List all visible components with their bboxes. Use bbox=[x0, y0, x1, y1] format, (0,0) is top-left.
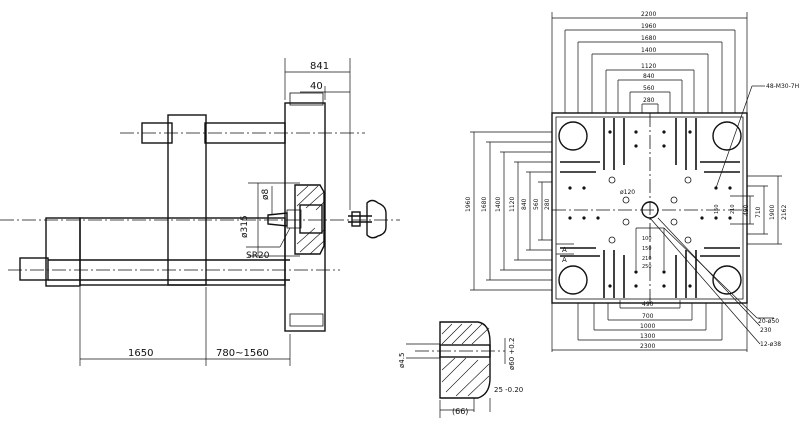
callout-230: 230 bbox=[760, 327, 772, 334]
dim-dia315: ø315 bbox=[240, 215, 250, 238]
dim-b-1300: 1300 bbox=[640, 333, 655, 340]
dim-w-560: 560 bbox=[643, 85, 655, 92]
tie-bar-hole-top-right bbox=[712, 121, 742, 151]
callout-holes-12: 12-ø38 bbox=[760, 341, 781, 348]
tie-bar-hole-bottom-left bbox=[558, 265, 588, 295]
dim-r-1900: 1900 bbox=[769, 205, 776, 220]
dim-w-1680: 1680 bbox=[641, 35, 656, 42]
section-mark-a-top: A bbox=[562, 246, 567, 254]
platen-outline bbox=[551, 112, 748, 304]
ejector-holes bbox=[608, 176, 692, 244]
t-slots-vertical bbox=[603, 118, 697, 298]
dim-r-150: 150 bbox=[714, 204, 720, 214]
dim-dia8: ø8 bbox=[261, 188, 271, 200]
dim-w-1400: 1400 bbox=[641, 47, 656, 54]
dim-s-250: 250 bbox=[642, 264, 652, 270]
dim-b-490: 490 bbox=[642, 301, 654, 308]
dim-h-280: 280 bbox=[544, 198, 551, 210]
callout-thread: 48-M30-7H bbox=[766, 83, 799, 90]
dim-66: (66) bbox=[452, 407, 468, 416]
side-view: 841 40 ø8 ø315 SR20 1650 780~1560 bbox=[0, 58, 400, 366]
dim-sr20: SR20 bbox=[246, 251, 270, 261]
bottom-dimension-frames bbox=[551, 300, 748, 352]
dim-h-1120: 1120 bbox=[509, 197, 516, 212]
dim-r-710: 710 bbox=[755, 206, 762, 218]
dim-bore: ø4.5 bbox=[398, 353, 406, 368]
dim-40: 40 bbox=[310, 81, 323, 92]
dim-h-840: 840 bbox=[521, 198, 528, 210]
nozzle-detail: ø4.5 ø60 +0.2 25 -0.20 (66) bbox=[398, 321, 523, 418]
threaded-holes bbox=[568, 130, 732, 288]
dim-b-2300: 2300 bbox=[640, 343, 655, 350]
tie-bar-hole-top-left bbox=[558, 121, 588, 151]
dim-w-840: 840 bbox=[643, 73, 655, 80]
section-mark-a-bottom: A bbox=[562, 256, 567, 264]
platen-view: 2200 1960 1680 1400 1120 840 560 280 196… bbox=[465, 11, 799, 352]
nozzle-handle bbox=[366, 199, 387, 239]
dim-w-280: 280 bbox=[643, 97, 655, 104]
nozzle-tip bbox=[267, 212, 288, 227]
width-dimension-frames bbox=[551, 12, 748, 113]
dim-b-700: 700 bbox=[642, 313, 654, 320]
dim-outer: ø60 +0.2 bbox=[508, 338, 516, 370]
dim-s-210: 210 bbox=[642, 256, 652, 262]
dim-h-1960: 1960 bbox=[465, 197, 472, 212]
nozzle-seat-section bbox=[439, 321, 491, 399]
dim-841: 841 bbox=[310, 61, 329, 72]
fixed-platen bbox=[284, 102, 326, 332]
dim-w-2200: 2200 bbox=[641, 11, 656, 18]
nozzle-seat bbox=[294, 184, 325, 255]
dim-h-1400: 1400 bbox=[495, 197, 502, 212]
dim-s-100: 100 bbox=[642, 236, 652, 242]
dim-h-560: 560 bbox=[533, 198, 540, 210]
dim-w-1120: 1120 bbox=[641, 63, 656, 70]
dim-1650: 1650 bbox=[128, 348, 153, 359]
lower-tie-bar-end bbox=[19, 257, 49, 281]
dim-b-1000: 1000 bbox=[640, 323, 655, 330]
callout-holes-20: 20-ø50 bbox=[758, 318, 779, 325]
cylinder-end-cap bbox=[45, 217, 81, 287]
height-dimension-frames bbox=[470, 131, 552, 291]
dim-r-2162: 2162 bbox=[781, 205, 788, 220]
dim-s-150: 150 bbox=[642, 246, 652, 252]
dim-780-1560: 780~1560 bbox=[216, 348, 269, 359]
dim-depth: 25 -0.20 bbox=[494, 386, 523, 394]
dim-r-210: 210 bbox=[730, 204, 736, 214]
dim-h-1680: 1680 bbox=[481, 197, 488, 212]
dim-center-dia: ø120 bbox=[620, 189, 635, 196]
tie-bar-hole-bottom-right bbox=[712, 265, 742, 295]
dim-w-1960: 1960 bbox=[641, 23, 656, 30]
